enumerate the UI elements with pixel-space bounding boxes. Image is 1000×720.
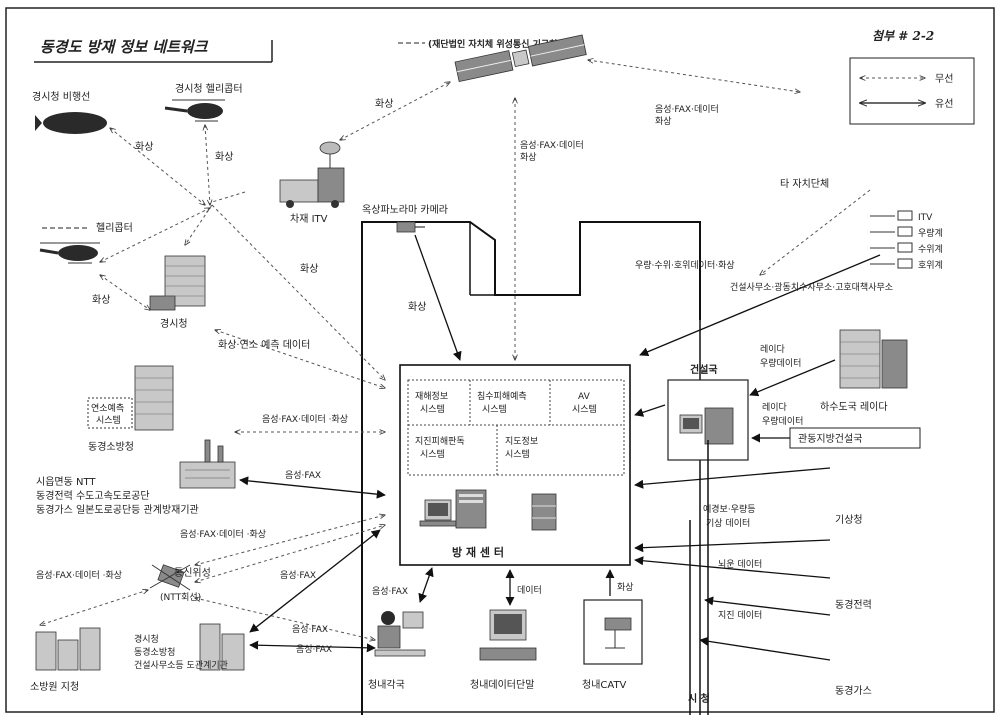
water-level-label: 수위계 bbox=[918, 243, 943, 255]
internal-catv-label: 청내CATV bbox=[582, 679, 627, 691]
disaster-center-label: 방 재 센 터 bbox=[452, 545, 504, 559]
offices-line-label: 건설사무소·광동치수사무소·고호대책사무소 bbox=[730, 281, 893, 293]
data-terminal-label: 청내데이터단말 bbox=[470, 679, 534, 691]
fire-forecast-label-2: 시스템 bbox=[96, 414, 121, 426]
catv-frame bbox=[584, 600, 642, 664]
related-agencies-label-2: 동경소방청 bbox=[134, 646, 175, 658]
hub-image-label: 화상 bbox=[300, 263, 318, 275]
city-towns-label: 시 청 bbox=[688, 692, 710, 705]
fire-pred-label: 화상·연소 예측 데이터 bbox=[218, 339, 310, 351]
heli-image-label: 화상 bbox=[215, 151, 233, 163]
radar-rain-1-label-2: 우량데이터 bbox=[760, 357, 801, 369]
system-flood-pred-2: 시스템 bbox=[482, 403, 507, 415]
fire-dept-label: 동경소방청 bbox=[88, 440, 134, 453]
diagram-title: 동경도 방재 정보 네트워크 bbox=[40, 38, 209, 56]
ntt-branch-label: 음성·FAX·데이터 ·화상 bbox=[36, 570, 122, 581]
radar-rain-2-label-1: 레이다 bbox=[762, 402, 788, 413]
utilities-label-1: 시읍면동 NTT bbox=[36, 476, 96, 488]
rooftop-camera-image-label: 화상 bbox=[408, 301, 426, 313]
dept-offices-fax-label: 음성·FAX bbox=[372, 586, 408, 597]
other-local-gov-label: 타 자치단체 bbox=[780, 178, 829, 190]
vehicle-itv-icon bbox=[280, 142, 344, 208]
system-quake-1: 지진피해판독 bbox=[415, 436, 465, 447]
legend: 무선 유선 bbox=[850, 58, 974, 124]
attachment-label: 첨부 # 2-2 bbox=[872, 29, 934, 43]
police-helicopter-icon bbox=[165, 100, 225, 121]
related-agencies-label-3: 건설사무소등 도관계기관 bbox=[134, 659, 228, 671]
system-flood-pred-1: 침수피해예측 bbox=[477, 391, 527, 402]
forecast-label-1: 예경보·우량등 bbox=[703, 503, 756, 515]
police-hq-label: 경시청 bbox=[160, 317, 188, 330]
construction-bureau-label: 건설국 bbox=[690, 363, 718, 376]
system-map-1: 지도정보 bbox=[505, 436, 538, 447]
legend-wired-label: 유선 bbox=[935, 98, 953, 110]
utilities-factory-icon bbox=[180, 440, 235, 488]
system-quake-2: 시스템 bbox=[420, 448, 445, 460]
radar-rain-2-label-2: 우량데이터 bbox=[762, 415, 803, 427]
data-terminal-link-label: 데이터 bbox=[517, 585, 542, 596]
lake-level-label: 호위계 bbox=[918, 259, 943, 271]
legend-wireless-label: 무선 bbox=[935, 73, 953, 85]
system-disaster-info-2: 시스템 bbox=[420, 403, 445, 415]
rain-gauge-label: 우량계 bbox=[918, 227, 943, 239]
sat-other-label-1: 음성·FAX·데이터 bbox=[655, 104, 719, 115]
sat-center-label-2: 화상 bbox=[520, 152, 537, 163]
tokyo-gas-label: 동경가스 bbox=[835, 684, 872, 697]
heli-hq-image-label: 화상 bbox=[92, 294, 110, 306]
utilities-label-3: 동경가스 일본도로공단등 관계방재기관 bbox=[36, 503, 199, 516]
airship-image-label: 화상 bbox=[135, 141, 153, 153]
vehicle-itv-label: 차재 ITV bbox=[290, 213, 328, 225]
center-server-icon bbox=[532, 494, 556, 530]
ntt-center-label: 음성·FAX·데이터 ·화상 bbox=[180, 529, 266, 540]
comm-satellite-label-1: 통신위성 bbox=[174, 566, 211, 579]
sat-other-label-2: 화상 bbox=[655, 116, 672, 127]
helicopter-label: 헬리콥터 bbox=[96, 222, 133, 234]
rooftop-camera-label: 옥상파노라마 카메라 bbox=[362, 204, 448, 216]
radar-rain-1-label-1: 레이다 bbox=[760, 344, 786, 355]
system-av-2: 시스템 bbox=[572, 403, 597, 415]
tepco-label: 동경전력 bbox=[835, 598, 872, 611]
itv-label: ITV bbox=[918, 213, 933, 223]
kanto-bureau-label: 관동지방건설국 bbox=[798, 433, 862, 445]
forecast-label-2: 기상 데이터 bbox=[706, 518, 750, 529]
fire-dept-building-icon bbox=[135, 366, 173, 430]
dept-offices-label: 청내각국 bbox=[368, 679, 405, 691]
system-disaster-info-1: 재해정보 bbox=[415, 391, 448, 402]
system-map-2: 시스템 bbox=[505, 448, 530, 460]
agencies-link-label-2: 음성·FAX bbox=[296, 644, 332, 655]
utilities-link-label: 음성·FAX bbox=[285, 470, 321, 481]
utilities-label-2: 동경전력 수도고속도로공단 bbox=[36, 489, 150, 502]
sewage-radar-label: 하수도국 레이다 bbox=[820, 400, 888, 413]
itv-sensor-list: ITV 우량계 수위계 호위계 bbox=[870, 211, 943, 271]
quake-label: 지진 데이터 bbox=[718, 610, 762, 621]
rain-level-label: 우량·수위·호위데이터·화상 bbox=[635, 259, 735, 271]
sewage-radar-building-icon bbox=[840, 330, 907, 388]
police-airship-icon bbox=[35, 112, 107, 134]
ntt-voice-fax-label: 음성·FAX bbox=[280, 570, 316, 581]
data-terminal-icon bbox=[480, 610, 536, 660]
dept-offices-operator-icon bbox=[375, 611, 425, 656]
fire-station-branch-icon bbox=[36, 628, 100, 670]
police-airship-label: 경시청 비행선 bbox=[32, 90, 90, 103]
agencies-link-label-1: 음성·FAX bbox=[292, 624, 328, 635]
sat-itv-image-label: 화상 bbox=[375, 98, 393, 110]
fire-dept-link-label: 음성·FAX·데이터 ·화상 bbox=[262, 414, 348, 425]
system-av-1: AV bbox=[578, 392, 591, 402]
rooftop-camera-icon bbox=[397, 222, 425, 232]
sat-center-label-1: 음성·FAX·데이터 bbox=[520, 140, 584, 151]
police-helicopter-label: 경시청 헬리콥터 bbox=[175, 82, 243, 95]
comm-satellite-label-2: (NTT회선) bbox=[160, 592, 201, 603]
fire-station-branch-label: 소방원 지청 bbox=[30, 681, 79, 693]
catv-image-label: 화상 bbox=[617, 582, 634, 593]
helicopter-icon bbox=[40, 243, 100, 263]
fire-forecast-label-1: 연소예측 bbox=[91, 403, 124, 414]
police-hq-building-icon bbox=[150, 256, 205, 310]
related-agencies-label-1: 경시청 bbox=[134, 633, 159, 645]
weather-agency-label: 기상청 bbox=[835, 514, 863, 526]
